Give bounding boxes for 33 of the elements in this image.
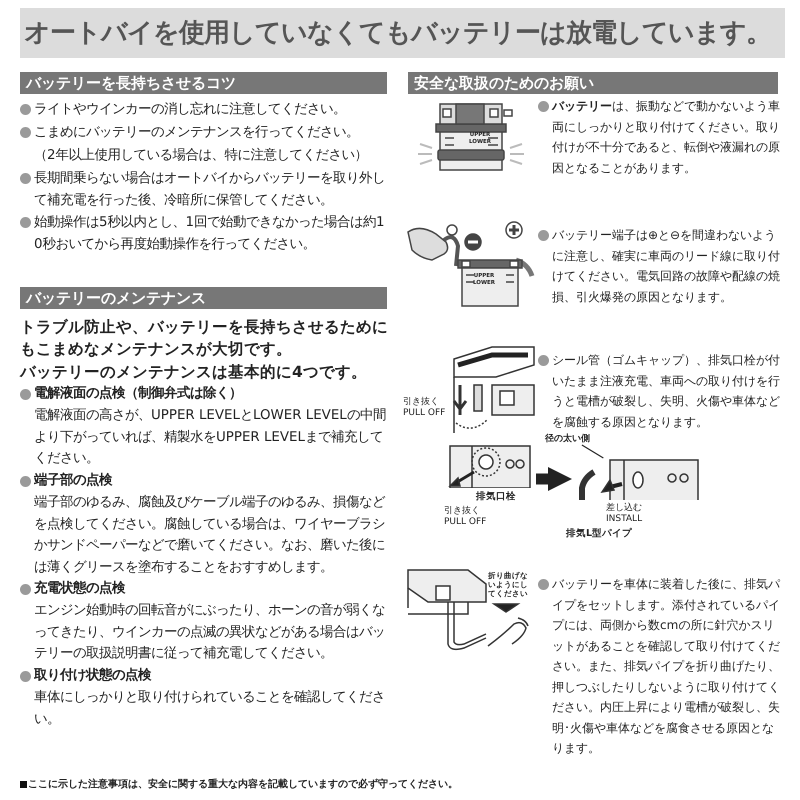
section-header: バッテリーを長持ちさせるコツ	[20, 72, 387, 94]
callout-text: 径の太い側	[545, 433, 599, 445]
instruction-text: （2年以上使用している場合は、特に注意してください）	[34, 146, 369, 165]
instruction-text: バッテリーは、振動などで動かないよう車両にしっかりと取り付けてください。取り付けが不十分であると、転倒や液漏れの原因となることがあります。	[552, 98, 780, 176]
instruction-text: 始動操作は5秒以内とし、1回で始動できなかった場合は約10秒おいてから再度始動操作を行ってください。	[34, 214, 386, 254]
battery-vent-drawing	[448, 444, 532, 488]
callout-text: 排気L型パイプ	[566, 528, 634, 539]
instruction-text: シール管（ゴムキャップ）、排気口栓が付いたまま注液充電、車両への取り付けを行うと電槽が破裂し、失明、火傷や車体などを腐蝕する原因となります。	[552, 352, 781, 430]
item-heading: 電解液面の点検（制御弁式は除く）	[34, 384, 243, 403]
instruction-text: 車体にしっかりと取り付けられていることを確認してください。	[34, 688, 386, 728]
footnote-text: ここに示した注意事項は、安全に関する重大な内容を記載していますので必ず守ってください。	[28, 778, 459, 792]
instruction-text: 端子部のゆるみ、腐蝕及びケーブル端子のゆるみ、損傷などを点検してください。腐蝕している場合は、ワイヤーブラシかサンドペーパーなどで磨いてください。なお、磨いた後には薄くグリースを塗布することをおすすめします。	[34, 494, 386, 576]
callout-text: 引き抜く PULL OFF	[444, 506, 488, 528]
instruction-text: 電解液面の高さが、UPPER LEVELとLOWER LEVELの中間より下がっていれば、精製水をUPPER LEVELまで補充してください。	[34, 406, 387, 468]
item-heading: 充電状態の点検	[34, 579, 126, 598]
section-header: バッテリーのメンテナンス	[20, 287, 387, 309]
item-heading: 取り付け状態の点検	[34, 666, 152, 685]
instruction-text: 長期間乗らない場合はオートバイからバッテリーを取り外して補充電を行った後、冷暗所に保管してください。	[34, 170, 386, 210]
callout-text: 差し込む INSTALL	[606, 503, 644, 525]
instruction-text: エンジン始動時の回転音がにぶったり、ホーンの音が弱くなってきたり、ウインカーの点滅の異状などがある場合はバッテリーの取扱説明書に従って補充電してください。	[34, 602, 386, 663]
intro-text: バッテリーのメンテナンスは基本的に4つです。	[20, 362, 368, 383]
callout-text: 排気口栓	[476, 491, 517, 502]
instruction-text: こまめにバッテリーのメンテナンスを行ってください。	[34, 124, 360, 142]
callout-text: 引き抜く PULL OFF	[403, 397, 446, 419]
title-banner: オートバイを使用していなくてもバッテリーは放電しています。	[20, 8, 785, 58]
section-header: 安全な取扱のためのお願い	[408, 72, 778, 94]
intro-text: トラブル防止や、バッテリーを長持ちさせるためにもこまめなメンテナンスが大切です。	[20, 317, 389, 360]
arrow	[536, 466, 572, 492]
leader-line	[582, 444, 604, 459]
battery-pipe-drawing	[576, 458, 700, 500]
instruction-text: バッテリーを車体に装着した後に、排気パイプをセットします。添付されているパイプには、両側から数cmの所に針穴かスリットがあることを確認して取り付けてください。また、排気パイプを折り曲げたり、押しつぶしたりしないように取り付けてください。内圧上昇により電槽が破裂し、失明･火傷や車体などを腐食させる原因となります。	[552, 576, 782, 757]
instruction-text: バッテリー端子は⊕と⊖を間違わないように注意し、確実に車両のリード線に取り付けてください。電気回路の故障や配線の焼損、引火爆発の原因となります。	[552, 227, 780, 306]
instruction-text: ライトやウインカーの消し忘れに注意してください。	[34, 100, 347, 119]
